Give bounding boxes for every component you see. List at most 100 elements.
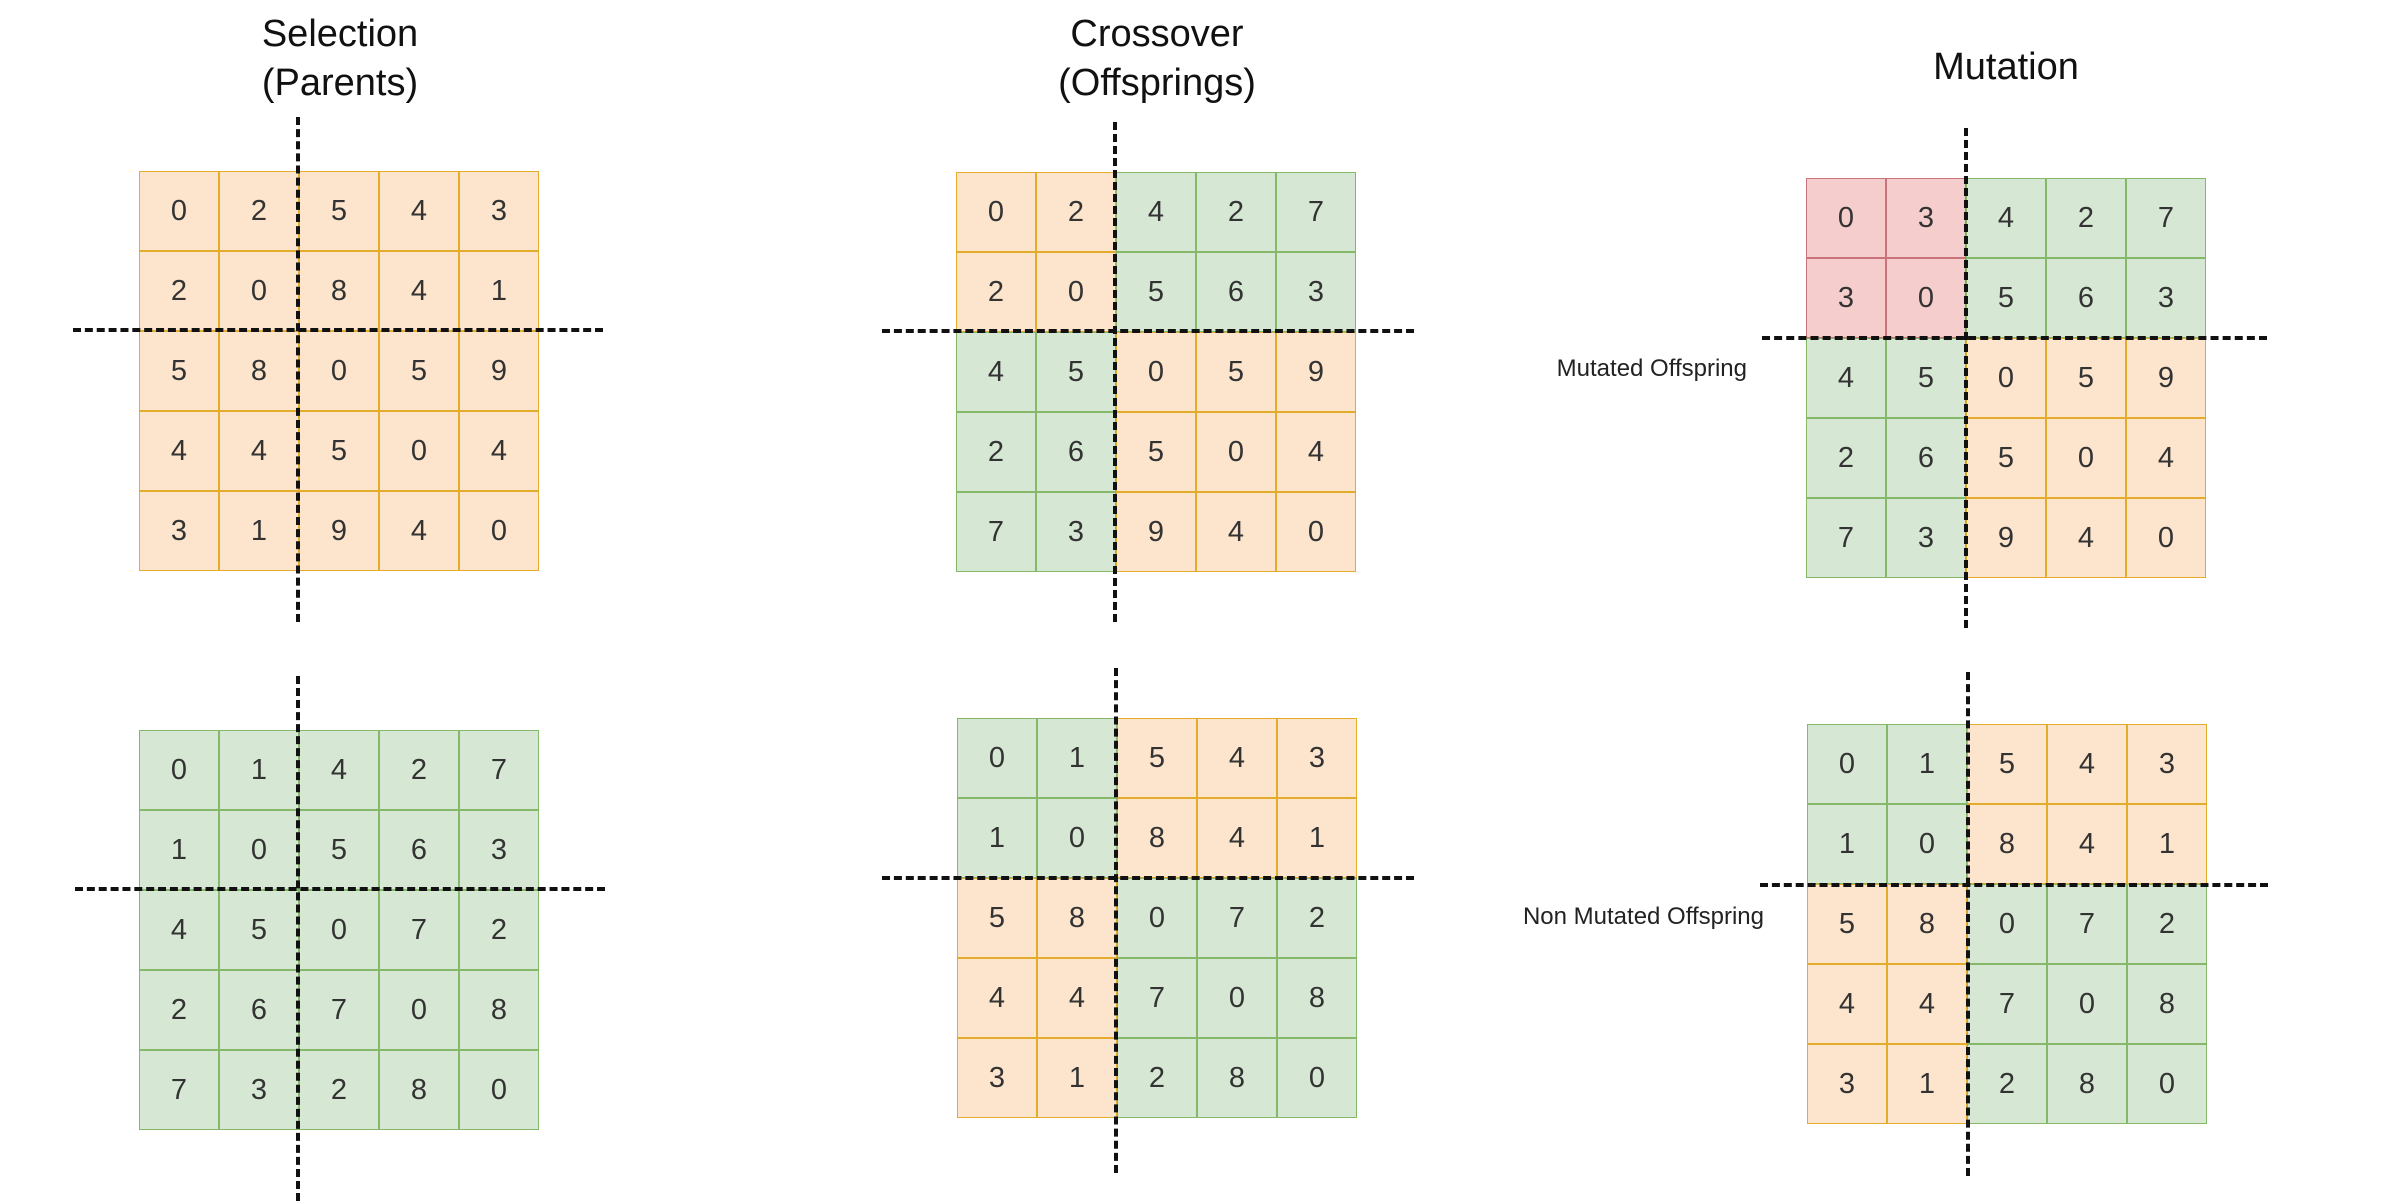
grid-cell: 3 xyxy=(1806,258,1886,338)
grid-cell: 2 xyxy=(219,171,299,251)
grid-cell: 5 xyxy=(1886,338,1966,418)
grid-cell: 0 xyxy=(219,251,299,331)
grid-cell: 9 xyxy=(1116,492,1196,572)
grid-cell: 8 xyxy=(219,331,299,411)
grid-cell: 0 xyxy=(1277,1038,1357,1118)
grid-cell: 3 xyxy=(459,810,539,890)
grid-cell: 4 xyxy=(2047,804,2127,884)
grid-cell: 2 xyxy=(459,890,539,970)
grid-cell: 5 xyxy=(1196,332,1276,412)
grid-cell: 2 xyxy=(139,251,219,331)
grid-cell: 4 xyxy=(1197,798,1277,878)
grid-cell: 3 xyxy=(139,491,219,571)
grid-cell: 0 xyxy=(1117,878,1197,958)
grid-cell: 2 xyxy=(1117,1038,1197,1118)
grid-cell: 0 xyxy=(2126,498,2206,578)
grid-cell: 6 xyxy=(2046,258,2126,338)
grid-cell: 4 xyxy=(1806,338,1886,418)
grid-cell: 0 xyxy=(379,970,459,1050)
grid-cell: 1 xyxy=(2127,804,2207,884)
grid-cell: 0 xyxy=(2127,1044,2207,1124)
grid-cell: 5 xyxy=(1966,258,2046,338)
grid-cell: 8 xyxy=(1887,884,1967,964)
grid-cell: 9 xyxy=(2126,338,2206,418)
grid-cell: 0 xyxy=(219,810,299,890)
grid-cell: 2 xyxy=(1806,418,1886,498)
grid-cell: 3 xyxy=(459,171,539,251)
grid-cell: 8 xyxy=(379,1050,459,1130)
grid-cell: 1 xyxy=(1887,724,1967,804)
grid-cell: 5 xyxy=(299,411,379,491)
grid-cell: 2 xyxy=(2127,884,2207,964)
non-mutated-offspring-horizontal-cut-line xyxy=(1760,883,2268,887)
grid-cell: 5 xyxy=(957,878,1037,958)
grid-cell: 1 xyxy=(139,810,219,890)
grid-cell: 2 xyxy=(1277,878,1357,958)
grid-cell: 7 xyxy=(1806,498,1886,578)
grid-cell: 7 xyxy=(1197,878,1277,958)
grid-cell: 7 xyxy=(1967,964,2047,1044)
grid-cell: 2 xyxy=(1036,172,1116,252)
grid-cell: 0 xyxy=(139,171,219,251)
non-mutated-offspring-label: Non Mutated Offspring xyxy=(1522,903,1764,930)
parent-b-horizontal-cut-line xyxy=(75,887,605,891)
grid-cell: 6 xyxy=(1036,412,1116,492)
offspring-1-vertical-cut-line xyxy=(1113,122,1117,622)
grid-cell: 1 xyxy=(957,798,1037,878)
grid-cell: 5 xyxy=(219,890,299,970)
grid-cell: 6 xyxy=(219,970,299,1050)
grid-cell: 4 xyxy=(1037,958,1117,1038)
grid-cell: 3 xyxy=(957,1038,1037,1118)
grid-cell: 2 xyxy=(379,730,459,810)
grid-cell: 3 xyxy=(1807,1044,1887,1124)
grid-cell: 4 xyxy=(379,171,459,251)
grid-cell: 8 xyxy=(1197,1038,1277,1118)
offspring-2-horizontal-cut-line xyxy=(882,876,1414,880)
grid-cell: 2 xyxy=(1196,172,1276,252)
grid-cell: 4 xyxy=(139,890,219,970)
grid-cell: 7 xyxy=(459,730,539,810)
grid-cell: 7 xyxy=(299,970,379,1050)
grid-cell: 0 xyxy=(1036,252,1116,332)
parent-a-vertical-cut-line xyxy=(296,117,300,622)
grid-cell: 3 xyxy=(1036,492,1116,572)
grid-cell: 5 xyxy=(139,331,219,411)
grid-cell: 5 xyxy=(1967,724,2047,804)
grid-cell: 2 xyxy=(956,252,1036,332)
grid-cell: 8 xyxy=(2047,1044,2127,1124)
grid-cell: 4 xyxy=(1116,172,1196,252)
grid-cell: 0 xyxy=(1037,798,1117,878)
grid-cell: 7 xyxy=(2047,884,2127,964)
parent-a-horizontal-cut-line xyxy=(73,328,603,332)
grid-cell: 0 xyxy=(1196,412,1276,492)
grid-cell: 6 xyxy=(1886,418,1966,498)
grid-cell: 8 xyxy=(1277,958,1357,1038)
grid-cell: 4 xyxy=(2046,498,2126,578)
grid-cell: 2 xyxy=(956,412,1036,492)
mutated-offspring-horizontal-cut-line xyxy=(1762,336,2267,340)
grid-cell: 2 xyxy=(2046,178,2126,258)
grid-cell: 7 xyxy=(379,890,459,970)
grid-cell: 8 xyxy=(299,251,379,331)
grid-cell: 4 xyxy=(1887,964,1967,1044)
selection-title: Selection (Parents) xyxy=(261,13,419,104)
grid-cell: 1 xyxy=(1807,804,1887,884)
grid-cell: 4 xyxy=(1196,492,1276,572)
crossover-title: Crossover (Offsprings) xyxy=(1058,13,1256,104)
grid-cell: 0 xyxy=(1886,258,1966,338)
grid-cell: 1 xyxy=(219,730,299,810)
grid-cell: 3 xyxy=(219,1050,299,1130)
grid-cell: 4 xyxy=(139,411,219,491)
grid-cell: 2 xyxy=(139,970,219,1050)
grid-cell: 4 xyxy=(957,958,1037,1038)
grid-cell: 4 xyxy=(299,730,379,810)
parent-b-vertical-cut-line xyxy=(296,676,300,1201)
non-mutated-offspring-vertical-cut-line xyxy=(1966,672,1970,1176)
grid-cell: 0 xyxy=(459,1050,539,1130)
grid-cell: 2 xyxy=(299,1050,379,1130)
grid-cell: 0 xyxy=(1966,338,2046,418)
grid-cell: 6 xyxy=(379,810,459,890)
grid-cell: 4 xyxy=(1807,964,1887,1044)
